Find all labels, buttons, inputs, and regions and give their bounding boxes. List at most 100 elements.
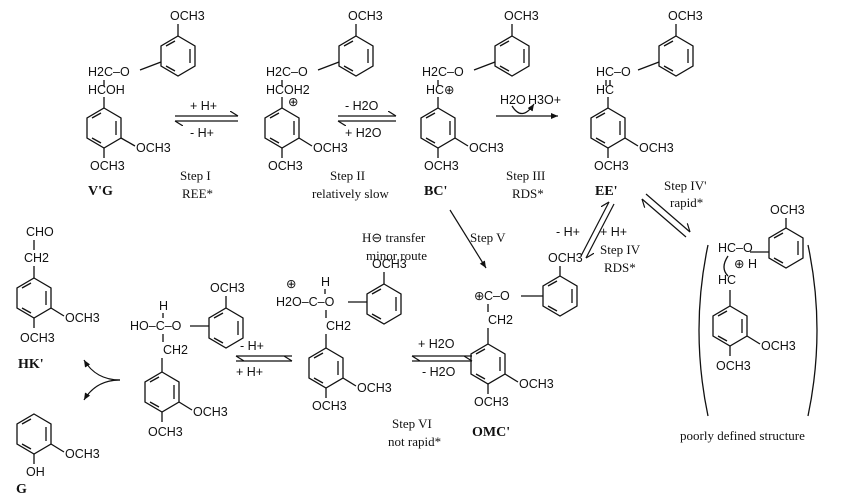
ch2-label: CH2: [326, 319, 351, 333]
compound-g: OCH3 OH G: [16, 413, 100, 496]
step-2-reverse-reagent: + H2O: [345, 126, 382, 140]
step-2: - H2O + H2O Step II relatively slow: [312, 99, 396, 201]
och3-label: OCH3: [348, 9, 383, 23]
step-5: H⊖ transfer minor route Step V: [362, 209, 506, 269]
step-6-label: Step VI: [392, 416, 432, 431]
compound-label-bc: BC': [424, 184, 447, 199]
och3-label: OCH3: [504, 9, 539, 23]
step-5-label: Step V: [470, 230, 506, 245]
compound-label-g: G: [16, 482, 27, 496]
compound-omc: C–O ⊕ OCH3 CH2 OCH3 OCH3 OMC': [470, 251, 583, 440]
guaiacyl-ring: [160, 35, 196, 77]
h2o-c-o-label: H2O–C–O: [276, 295, 335, 309]
hc-label: HC: [596, 83, 614, 97]
step-6-note: not rapid*: [388, 434, 441, 449]
och3-label: OCH3: [312, 399, 347, 413]
compound-protonated: HCOH2 ⊕ H2C–O OCH3 OCH3 OCH3: [264, 9, 383, 173]
och3-label: OCH3: [770, 203, 805, 217]
och3-label: OCH3: [519, 377, 554, 391]
choh2-label: HCOH2: [266, 83, 310, 97]
step-2-label: Step II: [330, 168, 365, 183]
och3-label: OCH3: [65, 447, 100, 461]
guaiacyl-ring: [366, 283, 402, 325]
h2c-o-label: H2C–O: [422, 65, 464, 79]
step-6-forward-reagent: + H2O: [418, 337, 455, 351]
och3-label: OCH3: [716, 359, 751, 373]
compound-label-hk: HK': [18, 357, 44, 372]
aryl-ring: [420, 107, 456, 149]
step-3-water: H2O: [500, 93, 526, 107]
aryl-ring: [712, 305, 748, 347]
step-2-note: relatively slow: [312, 186, 390, 201]
aryl-ring: [86, 107, 122, 149]
oh-label: OH: [26, 465, 45, 479]
step-4: - H+ + H+ Step IV RDS*: [556, 202, 641, 275]
choh-label: HCOH: [88, 83, 125, 97]
compound-hemiacetal: H HO–C–O OCH3 CH2 OCH3 OCH3: [130, 281, 245, 439]
bracketed-structure: OCH3 HC–O ⊕ H HC OCH3 OCH3 poorly define…: [680, 203, 818, 443]
och3-label: OCH3: [594, 159, 629, 173]
och3-label: OCH3: [548, 251, 583, 265]
step-4-reverse-reagent: - H+: [556, 225, 580, 239]
compound-hk: CHO CH2 OCH3 OCH3 HK': [16, 225, 100, 372]
aryl-ring: [16, 413, 52, 455]
och3-label: OCH3: [268, 159, 303, 173]
och3-label: OCH3: [357, 381, 392, 395]
ch2-label: CH2: [488, 313, 513, 327]
aryl-ring: [16, 277, 52, 319]
cleavage-arrows: [83, 359, 121, 401]
step-7-reverse-reagent: + H+: [236, 365, 263, 379]
compound-ee: HC HC–O OCH3 OCH3 OCH3 EE': [590, 9, 703, 199]
step-3-label: Step III: [506, 168, 545, 183]
step-1-forward-reagent: + H+: [190, 99, 217, 113]
compound-vg: HCOH H2C–O OCH3 OCH3 OCH3 V'G: [86, 9, 205, 199]
bridging-h-label: H: [748, 257, 757, 271]
step-6-reverse-reagent: - H2O: [422, 365, 456, 379]
och3-label: OCH3: [424, 159, 459, 173]
plus-charge: ⊕: [286, 277, 296, 291]
guaiacyl-ring: [658, 35, 694, 77]
step-6: + H2O - H2O Step VI not rapid*: [388, 337, 472, 449]
step-7-forward-reagent: - H+: [240, 339, 264, 353]
aryl-ring: [264, 107, 300, 149]
ho-c-o-label: HO–C–O: [130, 319, 182, 333]
h-label: H: [159, 299, 168, 313]
guaiacyl-ring: [768, 227, 804, 269]
h2c-o-label: H2C–O: [88, 65, 130, 79]
och3-label: OCH3: [65, 311, 100, 325]
c-o-label: C–O: [484, 289, 510, 303]
guaiacyl-ring: [338, 35, 374, 77]
step-4-label: Step IV: [600, 242, 641, 257]
step-1-label: Step I: [180, 168, 211, 183]
compound-label-omc: OMC': [472, 425, 510, 440]
och3-label: OCH3: [761, 339, 796, 353]
hc-label: HC: [718, 273, 736, 287]
hc-o-label: HC–O: [596, 65, 631, 79]
och3-label: OCH3: [639, 141, 674, 155]
aryl-ring: [308, 347, 344, 389]
och3-label: OCH3: [668, 9, 703, 23]
ch2-label: CH2: [24, 251, 49, 265]
guaiacyl-ring: [208, 307, 244, 349]
och3-label: OCH3: [313, 141, 348, 155]
step-5-hydride-transfer: H⊖ transfer: [362, 230, 426, 245]
step-1: + H+ - H+ Step I REE*: [175, 99, 238, 201]
step-1-reverse-reagent: - H+: [190, 126, 214, 140]
plus-charge: ⊕: [474, 289, 484, 303]
och3-label: OCH3: [170, 9, 205, 23]
och3-label: OCH3: [148, 425, 183, 439]
plus-charge: ⊕: [288, 95, 298, 109]
compound-label-vg: V'G: [88, 184, 113, 199]
hc-o-label: HC–O: [718, 241, 753, 255]
step-4-prime-note: rapid*: [670, 195, 703, 210]
step-1-note: REE*: [182, 186, 213, 201]
ch2-label: CH2: [163, 343, 188, 357]
step-4-prime: Step IV' rapid*: [642, 178, 706, 238]
och3-label: OCH3: [20, 331, 55, 345]
step-4-note: RDS*: [604, 260, 636, 275]
och3-label: OCH3: [193, 405, 228, 419]
guaiacyl-ring: [494, 35, 530, 77]
step-2-forward-reagent: - H2O: [345, 99, 379, 113]
aryl-ring: [144, 371, 180, 413]
